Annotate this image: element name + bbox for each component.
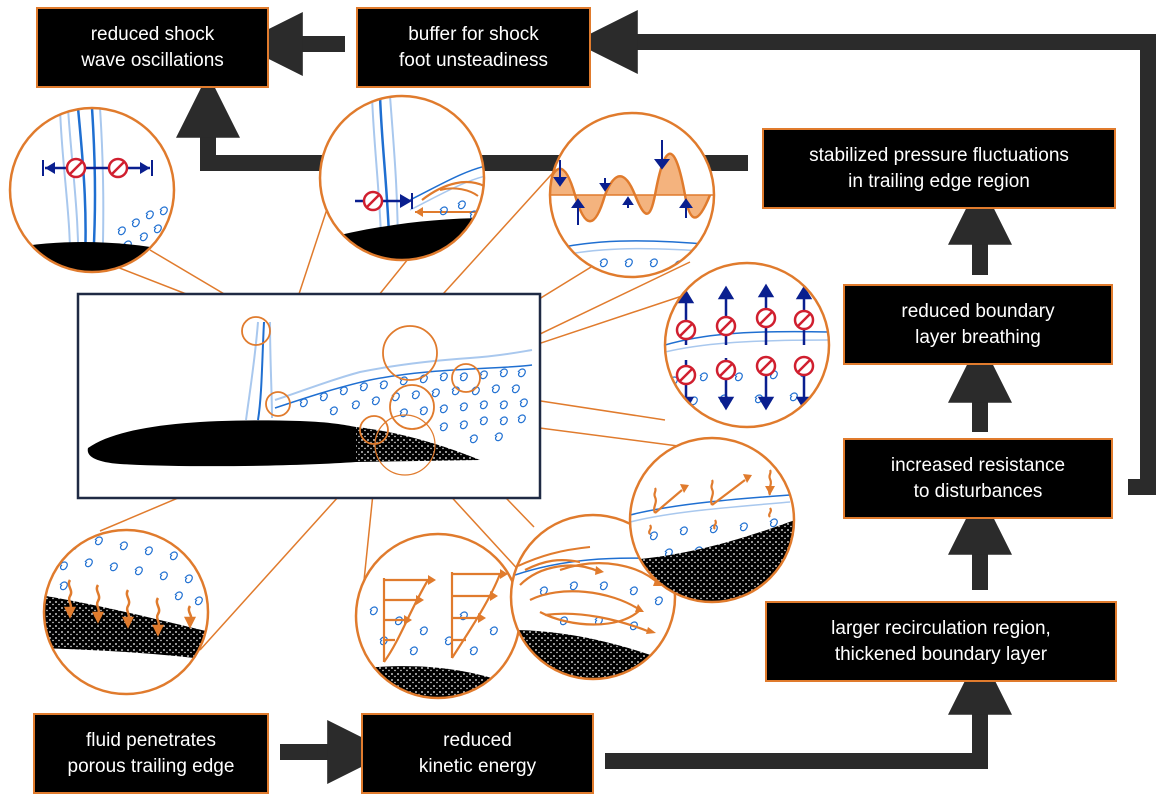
box-stabilized-pressure: stabilized pressure fluctuations in trai… [762, 128, 1116, 209]
zoom-recirculation [509, 513, 677, 681]
arrow-resistance-to-buffer [573, 10, 1156, 495]
box-reduced-shock: reduced shock wave oscillations [36, 7, 269, 88]
seepage-arrow-icon [63, 579, 197, 637]
box-fluid-penetrates: fluid penetrates porous trailing edge [33, 713, 269, 794]
prohibited-arrow-icon [362, 190, 384, 212]
box-reduced-kinetic: reduced kinetic energy [361, 713, 594, 794]
airfoil-shape [87, 420, 357, 467]
prohibited-arrow-icon [107, 157, 129, 179]
box-buffer-shock-foot: buffer for shock foot unsteadiness [356, 7, 591, 88]
prohibited-arrow-icon [65, 157, 87, 179]
zoom-pressure-wave [548, 111, 716, 279]
zoom-breathing [663, 261, 831, 429]
zoom-seepage [42, 528, 210, 696]
pressure-wave-icon [550, 140, 714, 272]
box-increased-resistance: increased resistance to disturbances [843, 438, 1113, 519]
box-larger-recirculation: larger recirculation region, thickened b… [765, 601, 1117, 682]
box-reduced-breathing: reduced boundary layer breathing [843, 284, 1113, 365]
airfoil-panel [76, 292, 542, 500]
zoom-shock-foot [318, 94, 486, 262]
zoom-shock [8, 106, 176, 274]
zoom-disturbances [628, 436, 796, 604]
arrow-kinetic-to-recirculation [605, 650, 1012, 769]
zoom-velocity-profile [354, 532, 522, 700]
